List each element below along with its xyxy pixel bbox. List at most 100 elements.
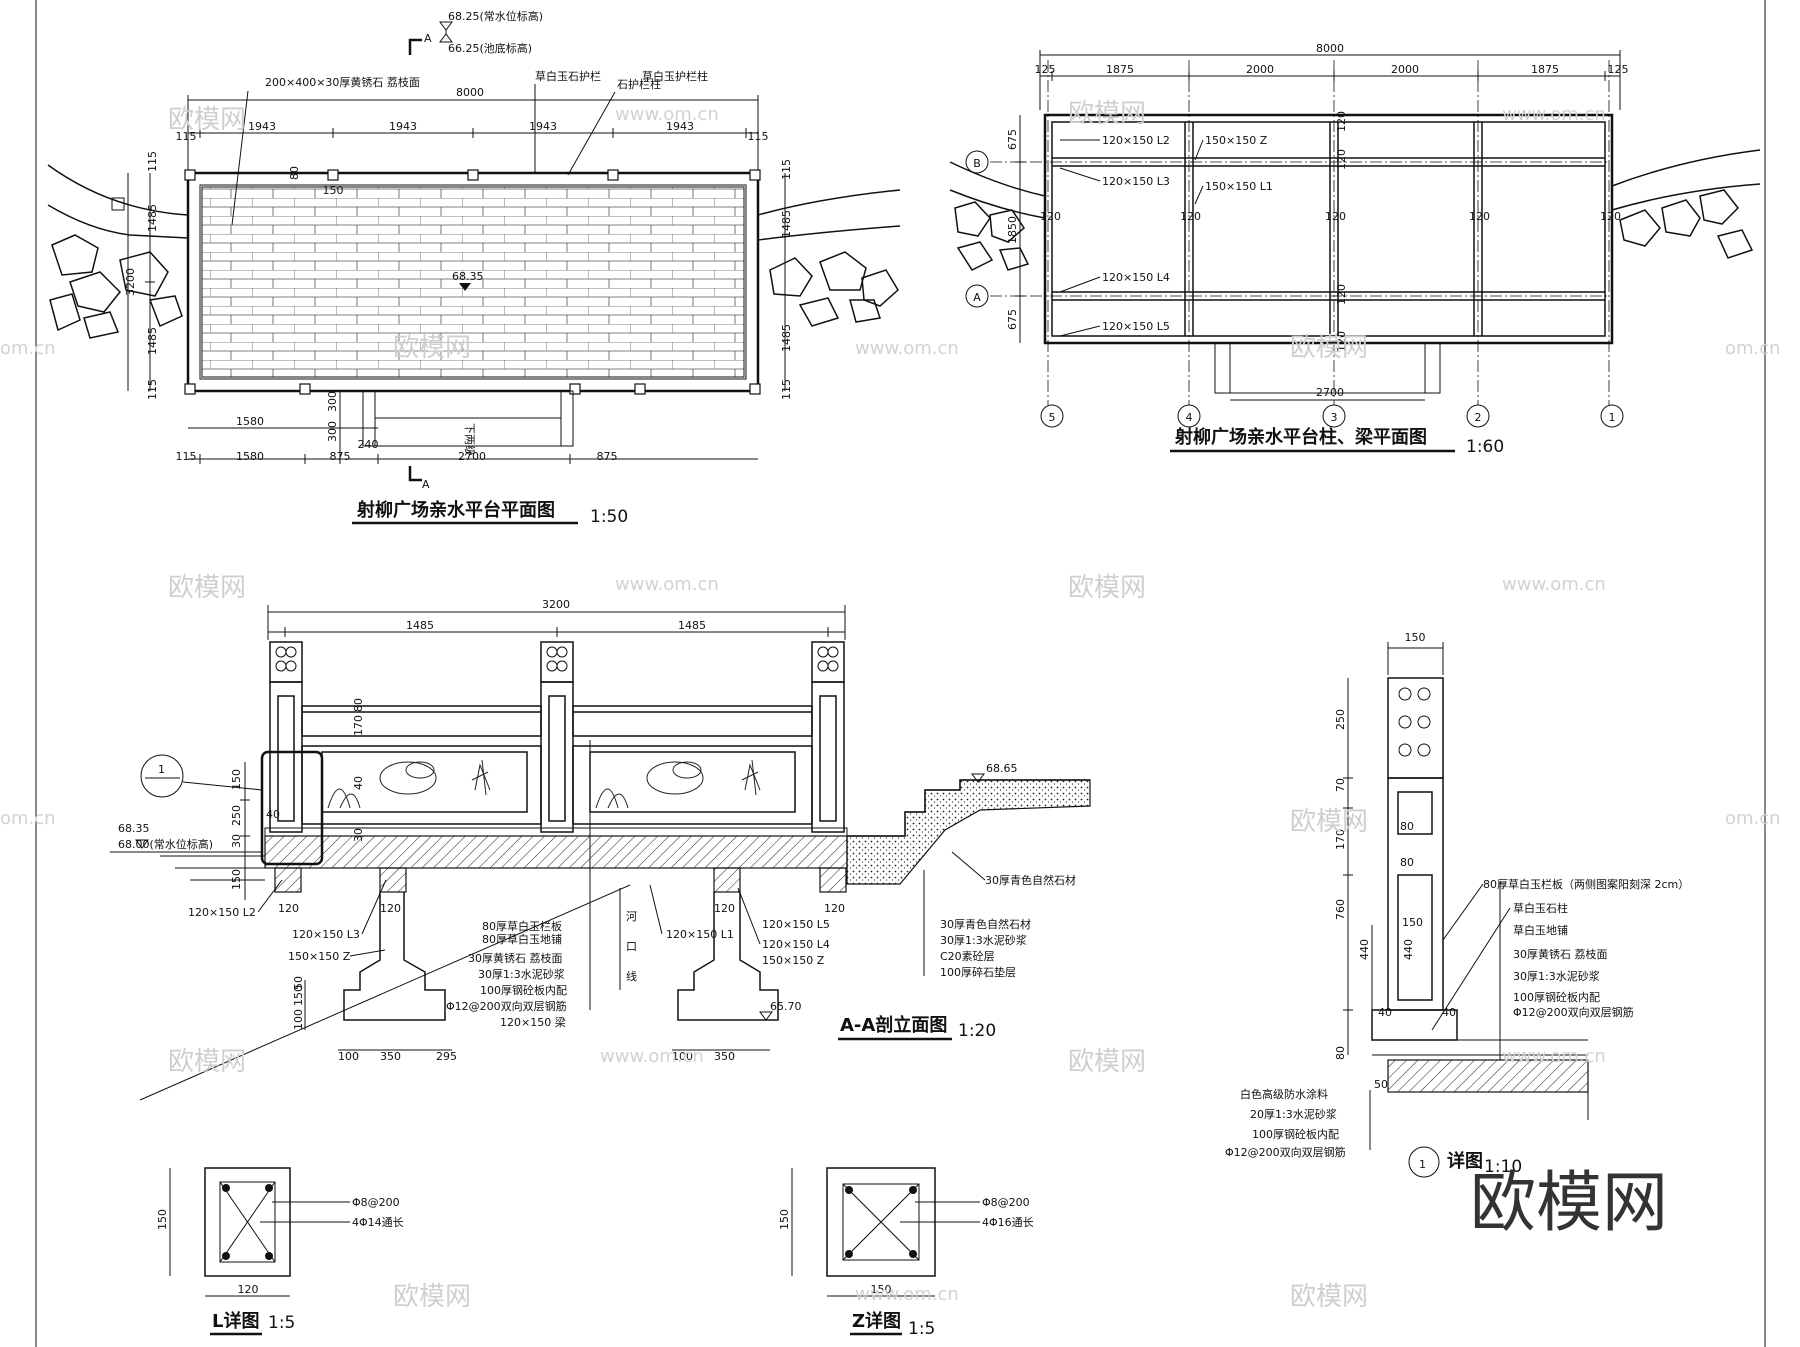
dim-sec-100a: 100 (338, 1050, 359, 1063)
dim-beam-1850: 1850 (1006, 216, 1019, 244)
river-1: 口 (626, 940, 637, 953)
plan-dimensions-left (127, 173, 155, 391)
wm-22: www.om.cn (855, 1284, 959, 1305)
dim-120-2: 120 (1180, 210, 1201, 223)
dim-sec-120d: 120 (824, 902, 845, 915)
dim-sec-120c: 120 (714, 902, 735, 915)
dim-sec-100b: 100 (672, 1050, 693, 1063)
dim-side-115b: 115 (146, 379, 159, 400)
dim-det-250: 250 (1334, 709, 1347, 730)
wm-19: 欧模网 (1068, 1047, 1146, 1077)
wm-8: 欧模网 (1290, 333, 1368, 363)
label-L2: 120×150 L2 (1102, 134, 1170, 147)
plan-water-level: 68.25(常水位标高) (448, 9, 543, 23)
dim-bay-4: 1943 (666, 120, 694, 133)
dim-sec-80: 80 (352, 698, 365, 712)
section-title: A-A剖立面图 (840, 1014, 947, 1036)
section-scale: 1:20 (958, 1021, 996, 1041)
beam-dims-left (1015, 115, 1025, 343)
label-L5: 120×150 L5 (1102, 320, 1170, 333)
dim-det-50: 50 (1374, 1078, 1388, 1091)
watermarks: 欧模网 www.om.cn 欧模网 www.om.cn om.cn 欧模网 ww… (0, 99, 1781, 1312)
dim-sec-120b: 120 (380, 902, 401, 915)
l-rebars (222, 1184, 273, 1260)
label-Z: 150×150 Z (1205, 134, 1268, 147)
label-L4: 120×150 L4 (1102, 271, 1170, 284)
l-detail-view: 150 120 Φ8@200 4Φ14通长 L详图 1:5 (156, 1167, 404, 1336)
dim-side-1485a: 1485 (146, 204, 159, 232)
dim-plan-115c: 115 (176, 450, 197, 463)
rock-edge-beam-right (1611, 149, 1761, 259)
cnote-3: 30厚1:3水泥砂浆 (478, 967, 565, 981)
section-right-stair (846, 779, 1091, 885)
rb-2: 150×150 Z (762, 954, 825, 967)
wm-9: om.cn (1725, 338, 1781, 359)
wm-12: 欧模网 (1068, 573, 1146, 603)
wm-20: www.om.cn (1502, 1046, 1606, 1067)
label-L3: 120×150 L3 (1102, 175, 1170, 188)
dlnote-3: Φ12@200双向双层钢筋 (1225, 1145, 1346, 1159)
dim-plan-1580a: 1580 (236, 415, 264, 428)
dim-sec-295: 295 (436, 1050, 457, 1063)
dim-120-6: 120 (1335, 111, 1348, 132)
center-notes: 80厚草白玉栏板 80厚草白玉地铺 30厚黄锈石 荔枝面 30厚1:3水泥砂浆 … (446, 919, 567, 1029)
beam-plan-title: 射柳广场亲水平台柱、梁平面图 (1174, 426, 1427, 448)
dnote-4: 30厚1:3水泥砂浆 (1513, 969, 1600, 983)
dim-plan-875a: 875 (330, 450, 351, 463)
axis-4: 4 (1186, 411, 1193, 424)
dim-sec-150b: 150 (230, 869, 243, 890)
section-marker-a-top: A (424, 32, 432, 45)
dim-sec-100c: 100 (292, 1009, 305, 1030)
beam-120-labels: 120 120 120 120 120 120 120 120 120 (1040, 111, 1621, 352)
river-line-text: 河 口 线 (626, 910, 637, 983)
bank-slope (139, 884, 631, 1101)
detail-base-slab (1387, 1059, 1589, 1093)
z-detail-title: Z详图 (852, 1310, 901, 1332)
wm-21: 欧模网 (393, 1282, 471, 1312)
plan-elevation: 68.35 (452, 270, 484, 283)
dim-sec-150a: 150 (230, 769, 243, 790)
dim-det-80v: 80 (1334, 1046, 1347, 1060)
l-note-0: Φ8@200 (352, 1196, 400, 1209)
dim-side-1485b: 1485 (146, 327, 159, 355)
dim-sec-150c: 150 (292, 985, 305, 1006)
dim-beam-2000a: 2000 (1246, 63, 1274, 76)
z-w: 150 (871, 1283, 892, 1296)
dim-120-7: 120 (1335, 149, 1348, 170)
cnote-2: 30厚黄锈石 荔枝面 (468, 951, 563, 965)
axis-2: 2 (1475, 411, 1482, 424)
rail-post-left (269, 641, 303, 833)
z-detail-scale: 1:5 (908, 1319, 935, 1339)
dim-beam-1875b: 1875 (1531, 63, 1559, 76)
cnote-4: 100厚钢砼板内配 (480, 983, 567, 997)
wm-13: www.om.cn (1502, 574, 1606, 595)
beam-grid (1051, 121, 1606, 337)
sec-label-L2: 120×150 L2 (188, 906, 256, 919)
cnote-6: 120×150 梁 (500, 1015, 566, 1029)
detail-scale: 1:10 (1484, 1157, 1522, 1177)
dim-bay-1: 1943 (248, 120, 276, 133)
rock-edge-beam-left (949, 161, 1046, 271)
level-water: 68.00(常水位标高) (118, 837, 213, 851)
dim-plan-1580b: 1580 (236, 450, 264, 463)
axis-1: 1 (1609, 411, 1616, 424)
dim-det-80a: 80 (1400, 820, 1414, 833)
detail-dims-left (1343, 678, 1373, 1055)
dnote-3: 30厚黄锈石 荔枝面 (1513, 947, 1608, 961)
dim-det-440a: 440 (1358, 939, 1371, 960)
dim-sec-half-a: 1485 (406, 619, 434, 632)
wm-10: 欧模网 (168, 573, 246, 603)
wm-5: om.cn (0, 338, 56, 359)
rb-1: 120×150 L4 (762, 938, 830, 951)
marker-square (111, 197, 125, 211)
dim-beam-675b: 675 (1006, 309, 1019, 330)
rnote-1: 30厚1:3水泥砂浆 (940, 933, 1027, 947)
note-paving: 200×400×30厚黄锈石 荔枝面 (265, 75, 420, 89)
dim-rside-1485a: 1485 (780, 210, 793, 238)
dnote-1: 草白玉石柱 (1513, 901, 1568, 915)
wm-3: 欧模网 (1068, 99, 1146, 129)
dim-sec-half-b: 1485 (678, 619, 706, 632)
dim-plan-300a: 300 (326, 391, 339, 412)
axis-5: 5 (1049, 411, 1056, 424)
dim-120-9: 120 (1335, 331, 1348, 352)
